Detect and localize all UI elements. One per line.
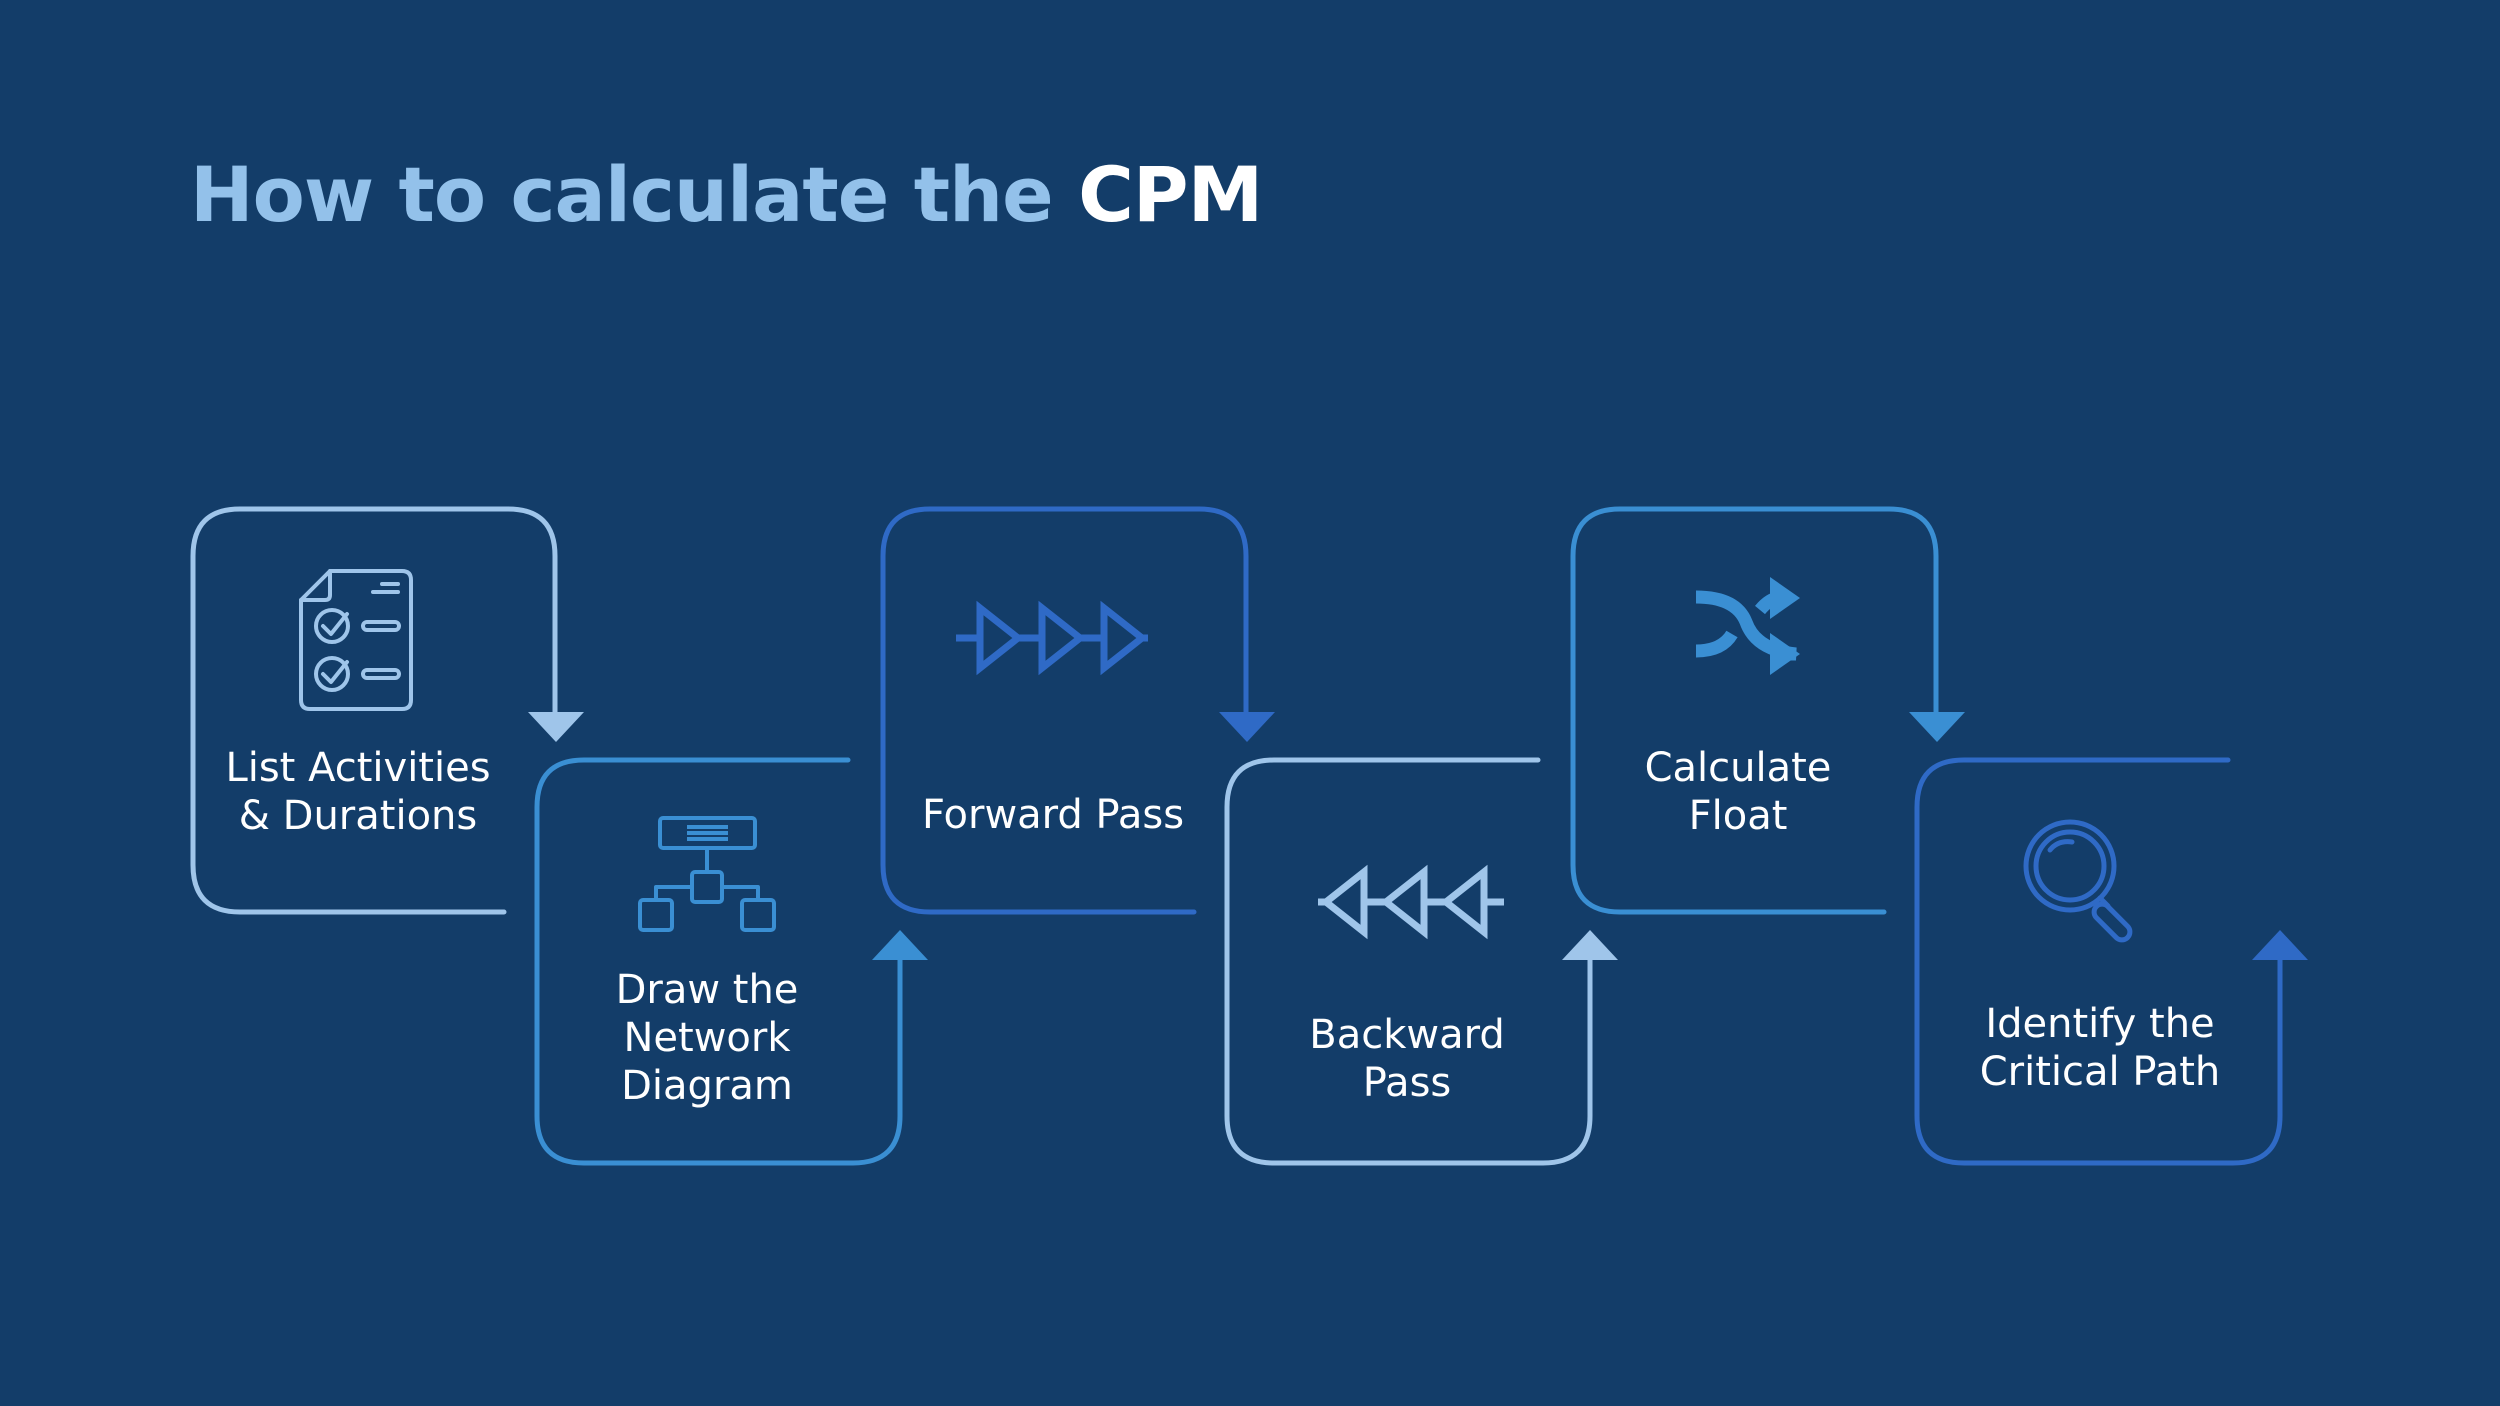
shuffle-icon (1695, 577, 1800, 675)
step-3-label: Forward Pass (921, 792, 1185, 838)
network-diagram-icon (638, 816, 776, 932)
step-6-frame (1914, 757, 2308, 1166)
step-5-label: Calculate Float (1644, 745, 1832, 839)
title-emphasis: CPM (1078, 150, 1263, 239)
forward-arrows-icon (956, 600, 1148, 676)
step-5-frame (1570, 506, 1965, 915)
checklist-icon (299, 569, 413, 711)
magnifier-icon (2023, 819, 2133, 943)
page-title: How to calculate the CPM (190, 150, 1263, 239)
step-4-label: Backward Pass (1309, 1012, 1505, 1106)
step-1-label: List Activities & Durations (225, 745, 491, 839)
backward-arrows-icon (1318, 864, 1504, 940)
step-1-frame (190, 506, 584, 915)
step-4-frame (1224, 757, 1618, 1166)
step-3-frame (880, 506, 1275, 915)
step-2-frame (534, 757, 928, 1166)
title-main: How to calculate the (190, 150, 1079, 239)
step-6-label: Identify the Critical Path (1979, 1001, 2221, 1095)
step-2-label: Draw the Network Diagram (615, 967, 799, 1109)
